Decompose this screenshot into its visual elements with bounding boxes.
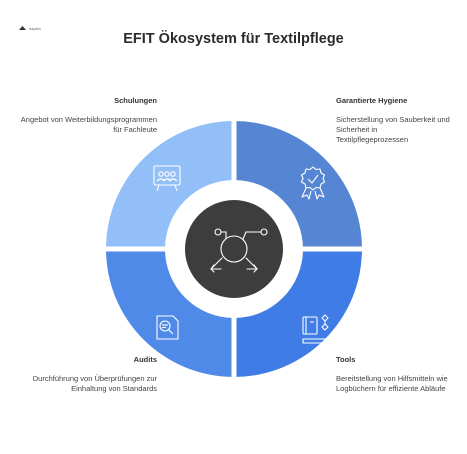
center-hub <box>185 200 283 298</box>
award-badge-icon <box>300 166 326 200</box>
label-audits-description: Durchführung von Überprüfungen zur Einha… <box>32 374 157 393</box>
label-tools-description: Bereitstellung von Hilfsmitteln wie Logb… <box>336 374 448 393</box>
label-schulungen-description: Angebot von Weiterbildungsprogrammen für… <box>20 115 157 134</box>
document-search-icon <box>156 315 179 340</box>
presentation-group-icon <box>153 165 181 192</box>
label-hygiene: Garantierte Hygiene Sicherstellung von S… <box>336 96 450 145</box>
label-hygiene-title: Garantierte Hygiene <box>336 96 408 105</box>
logo-mark-icon <box>19 26 26 30</box>
label-audits-title: Audits <box>133 355 157 364</box>
logo-text: napkin <box>29 25 41 31</box>
logbook-pen-icon <box>302 314 329 344</box>
label-schulungen-title: Schulungen <box>114 96 157 105</box>
page-title: EFIT Ökosystem für Textilpflege <box>123 31 344 47</box>
label-schulungen: Schulungen Angebot von Weiterbildungspro… <box>17 96 157 135</box>
hub-network-icon <box>210 228 268 273</box>
logo: napkin <box>18 25 41 31</box>
label-tools: Tools Bereitstellung von Hilfsmitteln wi… <box>336 355 456 394</box>
label-hygiene-description: Sicherstellung von Sauberkeit und Sicher… <box>336 115 450 144</box>
label-audits: Audits Durchführung von Überprüfungen zu… <box>17 355 157 394</box>
label-tools-title: Tools <box>336 355 356 364</box>
